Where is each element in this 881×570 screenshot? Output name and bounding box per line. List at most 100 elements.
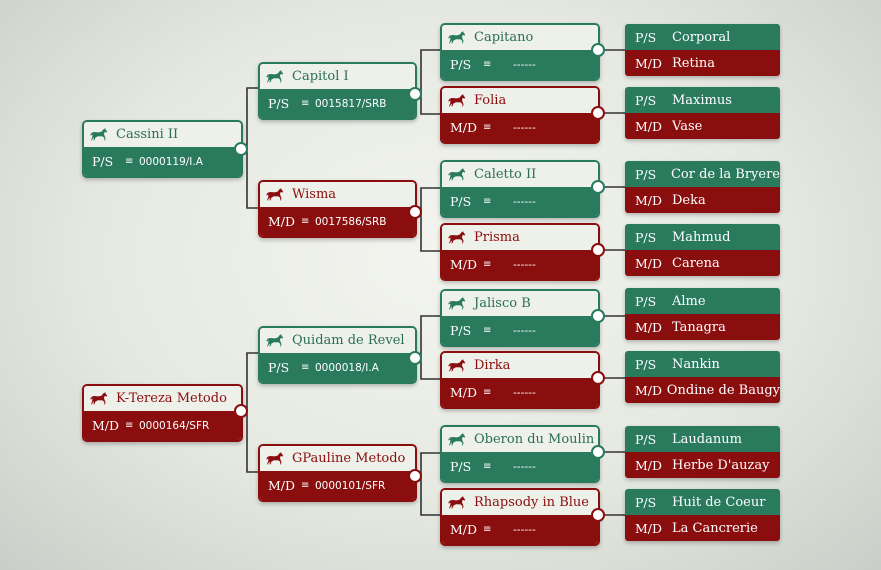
great-grandparent-pair: P/S Corporal M/D Retina [625,24,780,76]
horse-name: Deka [672,192,706,208]
horse-row-la-cancrerie[interactable]: M/D La Cancrerie [625,515,780,541]
horse-card-prisma[interactable]: Prisma M/D ≡ ------ [440,223,600,281]
horse-card-capitol-i[interactable]: Capitol I P/S ≡ 0015817/SRB [258,62,417,120]
registration-number: ------ [513,386,536,399]
registration-number: 0000119/I.A [139,155,203,168]
horse-card-rhapsody-in-blue[interactable]: Rhapsody in Blue M/D ≡ ------ [440,488,600,546]
role-label: P/S [635,229,657,245]
horse-card-quidam-de-revel[interactable]: Quidam de Revel P/S ≡ 0000018/I.A [258,326,417,384]
horse-name: La Cancrerie [672,520,758,536]
horse-row-retina[interactable]: M/D Retina [625,50,780,76]
horse-row-cor-de-la-bryere[interactable]: P/S Cor de la Bryere [625,161,780,187]
list-icon: ≡ [483,387,492,398]
connector-line [420,473,440,516]
list-icon: ≡ [483,59,492,70]
horse-icon [448,496,466,509]
horse-icon [448,231,466,244]
list-icon: ≡ [301,216,310,227]
horse-name: Maximus [672,92,732,108]
connector-line [420,355,440,380]
role-label: M/D [450,257,478,272]
horse-name: Tanagra [672,319,726,335]
registration-number: ------ [513,258,536,271]
registration-number: 0000164/SFR [139,419,210,432]
connector-line [246,411,258,473]
list-icon: ≡ [483,461,492,472]
horse-card-k-tereza-metodo[interactable]: K-Tereza Metodo M/D ≡ 0000164/SFR [82,384,243,442]
list-icon: ≡ [483,325,492,336]
great-grandparent-pair: P/S Alme M/D Tanagra [625,288,780,340]
list-icon: ≡ [125,420,134,431]
horse-card-jalisco-b[interactable]: Jalisco B P/S ≡ ------ [440,289,600,347]
horse-name: Mahmud [672,229,731,245]
horse-name: Laudanum [672,431,742,447]
role-label: P/S [268,360,290,375]
horse-icon [266,334,284,347]
horse-card-cassini-ii[interactable]: Cassini II P/S ≡ 0000119/I.A [82,120,243,178]
horse-icon [448,359,466,372]
horse-name: Herbe D'auzay [672,457,770,473]
list-icon: ≡ [301,362,310,373]
great-grandparent-pair: P/S Cor de la Bryere M/D Deka [625,161,780,213]
role-label: P/S [635,293,657,309]
horse-icon [448,168,466,181]
great-grandparent-pair: P/S Laudanum M/D Herbe D'auzay [625,426,780,478]
horse-name: Jalisco B [474,296,531,311]
role-label: M/D [92,418,120,433]
horse-name: Folia [474,93,507,108]
list-icon: ≡ [483,196,492,207]
connector-node [408,87,422,101]
horse-row-deka[interactable]: M/D Deka [625,187,780,213]
role-label: M/D [450,385,478,400]
horse-card-capitano[interactable]: Capitano P/S ≡ ------ [440,23,600,81]
horse-card-caletto-ii[interactable]: Caletto II P/S ≡ ------ [440,160,600,218]
role-label: M/D [635,192,663,208]
horse-card-dirka[interactable]: Dirka M/D ≡ ------ [440,351,600,409]
horse-row-maximus[interactable]: P/S Maximus [625,87,780,113]
role-label: P/S [450,323,472,338]
horse-row-tanagra[interactable]: M/D Tanagra [625,314,780,340]
horse-row-corporal[interactable]: P/S Corporal [625,24,780,50]
horse-card-folia[interactable]: Folia M/D ≡ ------ [440,86,600,144]
great-grandparent-pair: P/S Nankin M/D Ondine de Baugy [625,351,780,403]
horse-row-laudanum[interactable]: P/S Laudanum [625,426,780,452]
horse-name: Dirka [474,358,511,373]
horse-card-gpauline-metodo[interactable]: GPauline Metodo M/D ≡ 0000101/SFR [258,444,417,502]
horse-card-wisma[interactable]: Wisma M/D ≡ 0017586/SRB [258,180,417,238]
horse-row-alme[interactable]: P/S Alme [625,288,780,314]
horse-name: Oberon du Moulin [474,432,595,447]
horse-row-vase[interactable]: M/D Vase [625,113,780,139]
connector-node [408,351,422,365]
role-label: P/S [450,57,472,72]
horse-row-herbe-d-auzay[interactable]: M/D Herbe D'auzay [625,452,780,478]
role-label: M/D [268,478,296,493]
list-icon: ≡ [483,122,492,133]
horse-icon [448,94,466,107]
horse-row-nankin[interactable]: P/S Nankin [625,351,780,377]
role-label: P/S [635,166,657,182]
registration-number: 0015817/SRB [315,97,387,110]
horse-name: Cassini II [116,127,179,142]
horse-name: Cor de la Bryere [670,166,780,182]
horse-card-oberon-du-moulin[interactable]: Oberon du Moulin P/S ≡ ------ [440,425,600,483]
registration-number: 0017586/SRB [315,215,387,228]
registration-number: 0000101/SFR [315,479,386,492]
connector-node [591,180,605,194]
horse-row-huit-de-coeur[interactable]: P/S Huit de Coeur [625,489,780,515]
registration-number: ------ [513,460,536,473]
registration-number: ------ [513,195,536,208]
connector-node [591,243,605,257]
registration-number: ------ [513,58,536,71]
horse-name: Vase [672,118,703,134]
list-icon: ≡ [301,480,310,491]
great-grandparent-pair: P/S Maximus M/D Vase [625,87,780,139]
list-icon: ≡ [125,156,134,167]
great-grandparent-pair: P/S Huit de Coeur M/D La Cancrerie [625,489,780,541]
horse-row-mahmud[interactable]: P/S Mahmud [625,224,780,250]
role-label: M/D [635,319,663,335]
horse-row-ondine-de-baugy[interactable]: M/D Ondine de Baugy [625,377,780,403]
list-icon: ≡ [301,98,310,109]
horse-row-carena[interactable]: M/D Carena [625,250,780,276]
horse-name: Capitol I [292,69,349,84]
connector-node [591,106,605,120]
